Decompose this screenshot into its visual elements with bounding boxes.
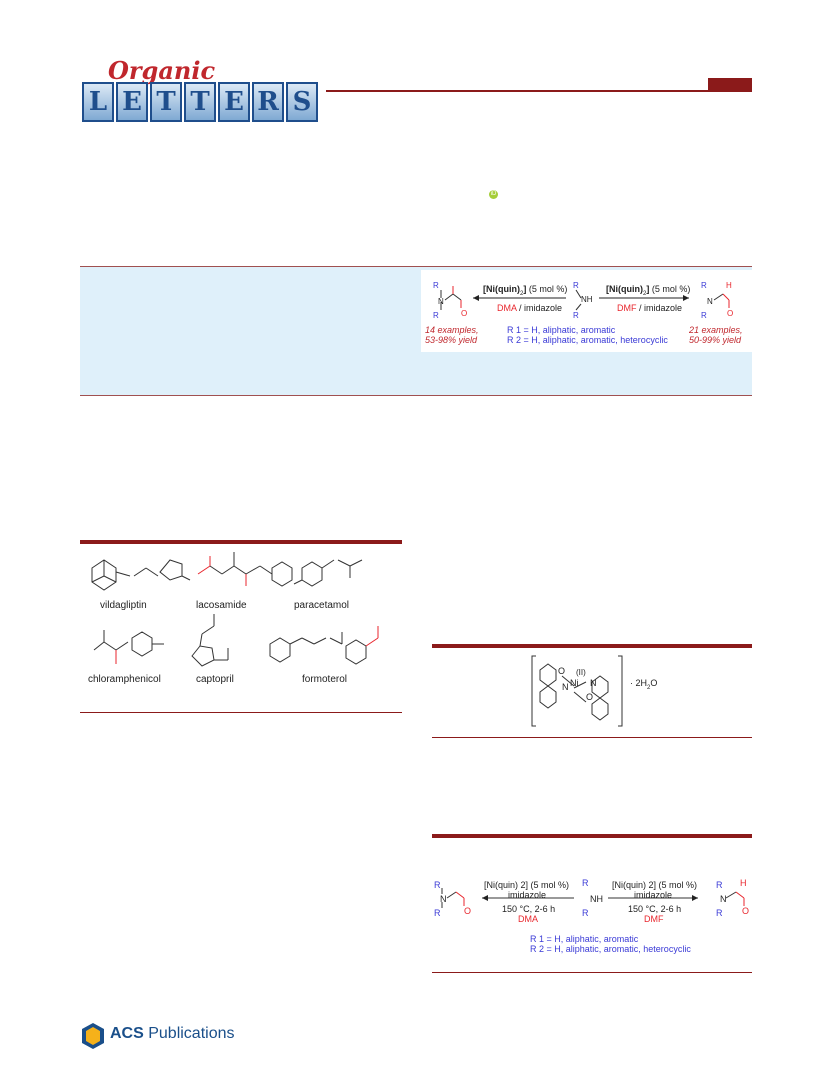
toc-left-reagent: DMA / imidazole [497,303,563,313]
scheme-right-base: imidazole [634,890,673,900]
scheme-r1-line: R 1 = H, aliphatic, aromatic [530,934,639,944]
scheme-left-solvent: DMA [518,914,538,924]
svg-text:R: R [716,908,723,918]
toc-graphic: R N R O R NH R R N R H O [Ni(quin)2] (5 … [421,270,752,352]
toc-r1-line: R 1 = H, aliphatic, aromatic [507,325,616,335]
catalyst-svg [531,655,623,727]
drug-label: paracetamol [294,600,350,611]
acetamide-structure [440,286,462,310]
svg-text:R: R [434,908,441,918]
scheme-right-solvent: DMF [644,914,664,924]
logo-letter: T [150,82,182,122]
svg-text:N: N [707,297,713,306]
header-rule [326,90,752,92]
drug-structures-svg [91,552,379,667]
orcid-icon[interactable]: iD [489,190,498,199]
scheme-svg: R N R O R NH R R N R H O [434,878,749,918]
logo-letter: E [116,82,148,122]
scheme-left-catalyst: [Ni(quin) 2] (5 mol %) [484,880,570,890]
svg-text:R: R [433,311,439,320]
drug-label: chloramphenicol [88,674,161,685]
logo-letter: S [286,82,318,122]
svg-text:R: R [716,880,723,890]
svg-text:NH: NH [590,894,603,904]
scheme-top-rule [432,834,752,838]
figure1-drugs: vildagliptin lacosamide paracetamol chlo… [80,546,402,710]
svg-text:O: O [742,906,749,916]
svg-text:N: N [440,894,447,904]
svg-text:R: R [701,281,707,290]
svg-text:O: O [461,309,467,318]
reaction-scheme: R N R O R NH R R N R H O [Ni(quin) 2] (5… [432,874,752,968]
drug-label: formoterol [302,674,348,685]
publisher-name: ACS Publications [110,1025,235,1042]
toc-right-catalyst: [Ni(quin)2] (5 mol %) [606,284,691,297]
svg-text:R: R [701,311,707,320]
scheme-r2-line: R 2 = H, aliphatic, aromatic, heterocycl… [530,944,691,954]
svg-text:O: O [727,309,733,318]
svg-text:R: R [582,878,589,888]
acs-hexagon-icon [82,1023,104,1049]
scheme-left-base: imidazole [508,890,547,900]
svg-text:O: O [464,906,471,916]
scheme-right-catalyst: [Ni(quin) 2] (5 mol %) [612,880,698,890]
svg-text:H: H [740,878,747,888]
oxidation-state: (II) [576,668,586,677]
toc-right-examples: 21 examples, [689,325,743,335]
svg-text:R: R [573,281,579,290]
catalyst-bottom-rule [432,737,752,738]
svg-text:H: H [726,281,732,290]
toc-r2-line: R 2 = H, aliphatic, aromatic, heterocycl… [507,335,668,345]
toc-left-examples: 14 examples, [425,325,479,335]
svg-text:R: R [573,311,579,320]
svg-text:R: R [582,908,589,918]
figure1-top-rule [80,540,402,544]
scheme-bottom-rule [432,972,752,973]
logo-letter: T [184,82,216,122]
figure1-bottom-rule [80,712,402,713]
toc-scheme-svg: R N R O R NH R R N R H O [433,281,733,320]
scheme-left-cond: 150 °C, 2-6 h [502,904,556,914]
acs-publications-logo: ACS Publications [80,1021,235,1051]
svg-text:NH: NH [581,295,593,304]
toc-left-catalyst: [Ni(quin)2] (5 mol %) [483,284,568,297]
hydrate-label: · 2H2O [630,678,658,691]
svg-text:N: N [438,297,444,306]
journal-logo: Organic L E T T E R S [80,56,325,124]
drug-label: vildagliptin [100,600,147,611]
catalyst-structure: O (II) Ni N N O · 2H2O [530,652,690,730]
nickel-atom: Ni [570,678,579,688]
header-tab [708,78,752,92]
scheme-right-cond: 150 °C, 2-6 h [628,904,682,914]
drug-label: captopril [196,674,234,685]
logo-letter: R [252,82,284,122]
svg-text:R: R [433,281,439,290]
toc-right-yield: 50-99% yield [689,335,742,345]
drug-label: lacosamide [196,600,247,611]
svg-text:R: R [434,880,441,890]
logo-letter: L [82,82,114,122]
catalyst-top-rule [432,644,752,648]
svg-text:N: N [720,894,727,904]
logo-letter: E [218,82,250,122]
toc-left-yield: 53-98% yield [425,335,478,345]
toc-right-reagent: DMF / imidazole [617,303,683,313]
logo-script: Organic [108,56,216,85]
